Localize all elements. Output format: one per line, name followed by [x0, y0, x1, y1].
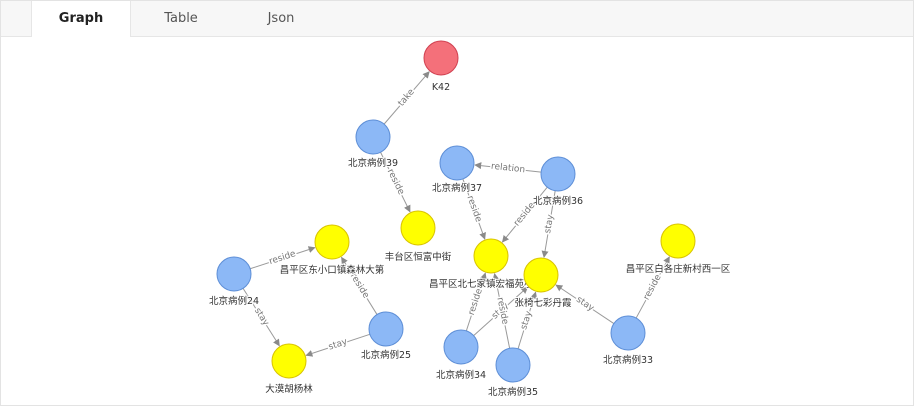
- edge-line: [473, 286, 529, 336]
- node-label: 北京病例36: [533, 195, 583, 207]
- node-p_baige[interactable]: 昌平区白各庄新村西一区: [625, 223, 732, 276]
- edge-label: reside: [467, 287, 485, 317]
- edge-label: stay: [574, 295, 596, 314]
- node-k42[interactable]: K42: [423, 40, 459, 94]
- edge-label: stay: [252, 306, 271, 328]
- node-label: 北京病例35: [488, 386, 538, 398]
- node-c35[interactable]: 北京病例35: [487, 347, 539, 399]
- node-c37[interactable]: 北京病例37: [431, 145, 483, 195]
- node-p_damo[interactable]: 大漠胡杨林: [264, 343, 314, 396]
- edge-line: [492, 272, 511, 349]
- edge-line: [501, 186, 548, 243]
- node-c25[interactable]: 北京病例25: [360, 311, 412, 362]
- edge-line: [555, 284, 615, 324]
- node-c36[interactable]: 北京病例36: [532, 156, 584, 208]
- edges-layer: take reside relation reside reside stay reside…: [242, 71, 670, 357]
- node-label: 丰台区恒富中街: [385, 251, 452, 263]
- node-label: 北京病例34: [436, 369, 486, 381]
- edge-line: [635, 256, 670, 319]
- edge-label: reside: [642, 273, 664, 302]
- node-circle[interactable]: [423, 40, 459, 76]
- node-label: K42: [432, 82, 450, 93]
- node-circle[interactable]: [540, 156, 576, 192]
- node-label: 北京病例33: [603, 354, 653, 366]
- edge-line: [517, 291, 538, 349]
- edge-line: [541, 190, 556, 258]
- edge-line: [341, 256, 378, 315]
- node-circle[interactable]: [523, 257, 559, 293]
- node-circle[interactable]: [495, 347, 531, 383]
- edge-line: [465, 272, 487, 332]
- edge-line: [462, 178, 486, 240]
- node-circle[interactable]: [400, 210, 436, 246]
- node-circle[interactable]: [439, 145, 475, 181]
- edge-label: reside: [385, 168, 406, 197]
- node-circle[interactable]: [443, 329, 479, 365]
- node-circle[interactable]: [216, 256, 252, 292]
- edge-label: stay: [543, 213, 556, 234]
- edge-label: relation: [490, 162, 525, 176]
- edge-c36-p_zhangqi[interactable]: stay: [541, 190, 558, 258]
- node-label: 大漠胡杨林: [265, 383, 313, 395]
- node-circle[interactable]: [660, 223, 696, 259]
- node-p_beiqijia[interactable]: 昌平区北七家镇宏福苑小区: [428, 238, 544, 291]
- edge-line: [474, 162, 542, 173]
- node-circle[interactable]: [355, 119, 391, 155]
- node-label: 张椅七彩丹霞: [514, 297, 572, 309]
- node-c33[interactable]: 北京病例33: [602, 315, 654, 367]
- node-circle[interactable]: [271, 343, 307, 379]
- edge-c36-c37[interactable]: relation: [474, 160, 542, 177]
- edge-line: [242, 288, 280, 347]
- node-label: 北京病例37: [432, 182, 482, 194]
- node-p_fengtai[interactable]: 丰台区恒富中街: [384, 210, 453, 264]
- edge-label: stay: [519, 309, 534, 331]
- node-label: 昌平区北七家镇宏福苑小区: [429, 278, 544, 290]
- edge-label: reside: [464, 194, 483, 224]
- edge-c39-k42[interactable]: take: [383, 71, 430, 125]
- node-circle[interactable]: [610, 315, 646, 351]
- node-c24[interactable]: 北京病例24: [208, 256, 260, 308]
- node-label: 昌平区白各庄新村西一区: [626, 263, 731, 275]
- node-label: 昌平区东小口镇森林大第: [280, 264, 385, 276]
- edge-line: [380, 152, 411, 213]
- edge-label: stay: [327, 337, 349, 353]
- node-circle[interactable]: [368, 311, 404, 347]
- nodes-layer: K42北京病例39北京病例37北京病例36北京病例24北京病例25北京病例34北…: [208, 40, 732, 399]
- tab-graph[interactable]: Graph: [31, 1, 131, 37]
- node-c34[interactable]: 北京病例34: [435, 329, 487, 382]
- node-label: 北京病例25: [361, 349, 411, 361]
- edge-line: [305, 333, 371, 357]
- node-p_dongxiaokou[interactable]: 昌平区东小口镇森林大第: [279, 224, 385, 277]
- edge-line: [383, 71, 430, 125]
- tab-table[interactable]: Table: [164, 11, 198, 26]
- tab-json[interactable]: Json: [267, 11, 295, 26]
- node-label: 北京病例39: [348, 157, 398, 169]
- edge-label: take: [397, 87, 418, 109]
- node-circle[interactable]: [473, 238, 509, 274]
- node-c39[interactable]: 北京病例39: [347, 119, 399, 170]
- tab-bar: Graph Table Json: [1, 1, 913, 37]
- edge-line: [250, 246, 316, 270]
- node-circle[interactable]: [314, 224, 350, 260]
- node-label: 北京病例24: [209, 295, 259, 307]
- node-p_zhangqi[interactable]: 张椅七彩丹霞: [513, 257, 573, 310]
